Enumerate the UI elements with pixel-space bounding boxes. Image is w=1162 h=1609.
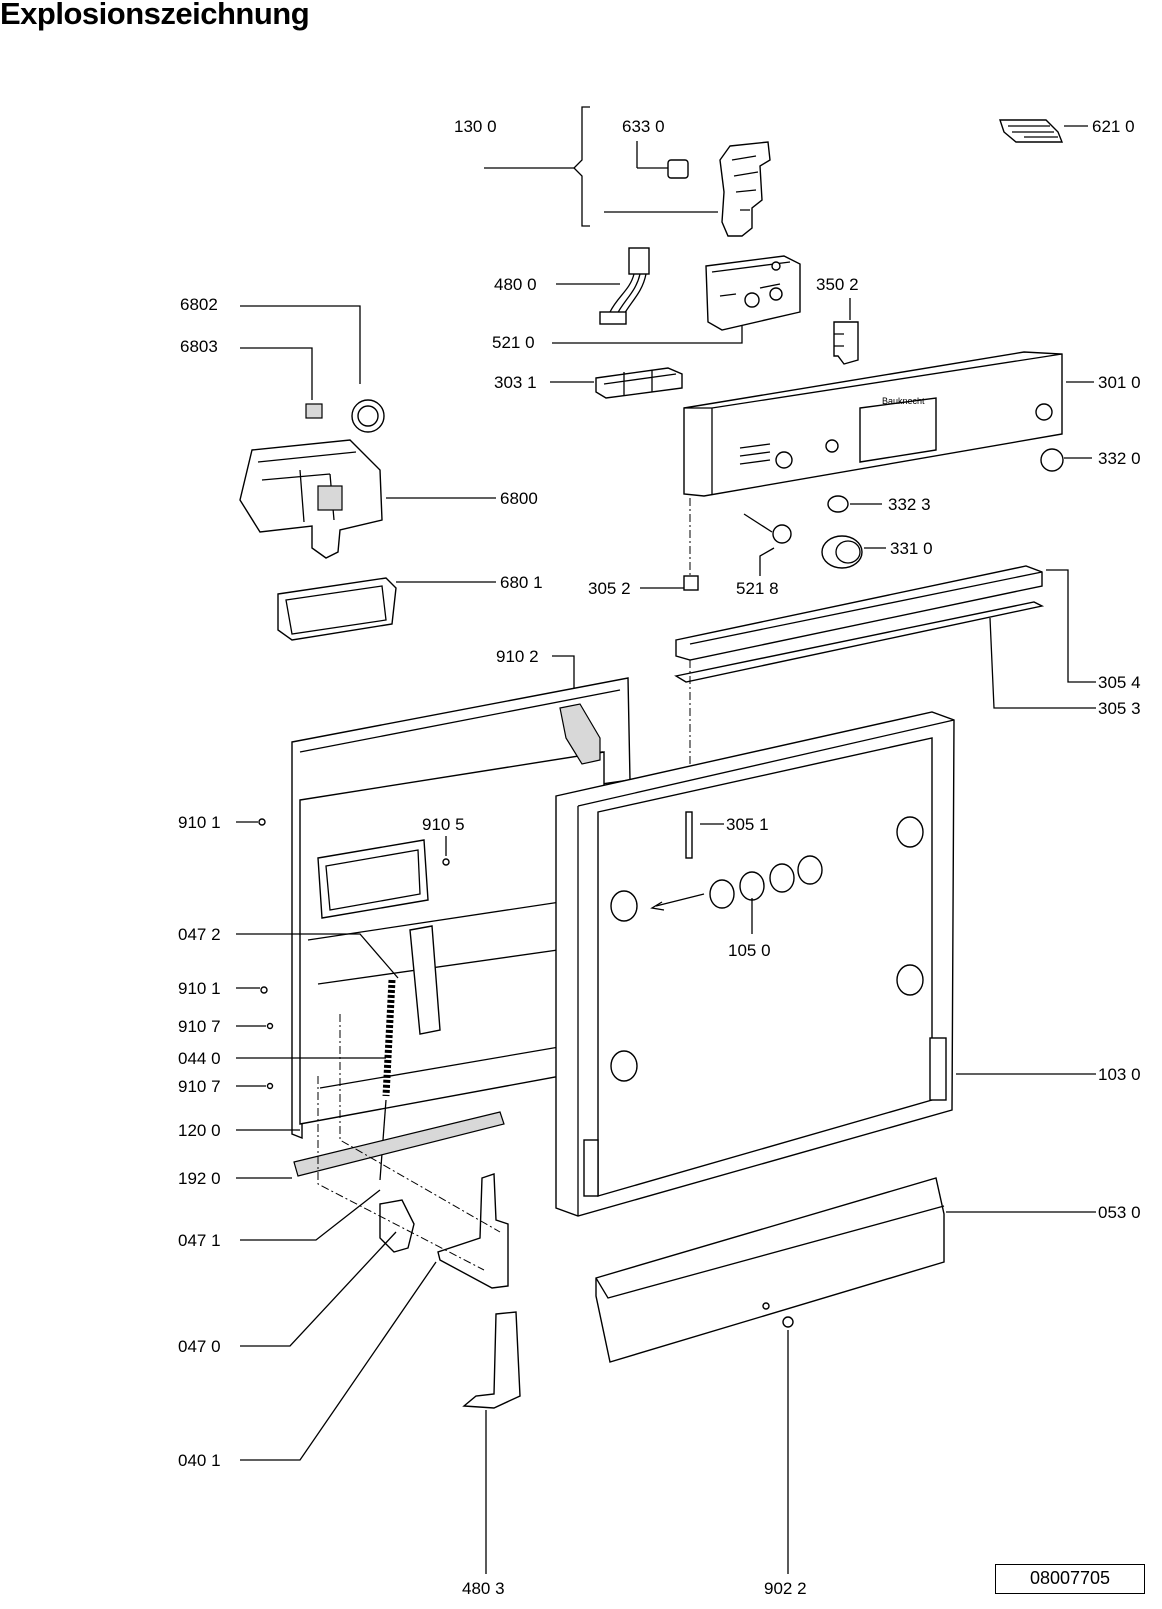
label-6800: 6800: [500, 489, 538, 508]
part-130-group: [484, 106, 771, 237]
part-480-3: [462, 1311, 521, 1574]
label-130-0: 130 0: [454, 117, 497, 136]
part-332-0: [1040, 448, 1092, 472]
part-labels: 130 0 633 0 621 0 480 0 521 0 350 2 6802…: [178, 117, 1141, 1598]
label-192-0: 192 0: [178, 1169, 221, 1188]
label-303-1: 303 1: [494, 373, 537, 392]
part-301-0: Bauknecht: [683, 351, 1094, 497]
part-305-1: [685, 811, 724, 859]
label-047-2: 047 2: [178, 925, 221, 944]
label-305-3: 305 3: [1098, 699, 1141, 718]
label-633-0: 633 0: [622, 117, 665, 136]
label-680-1: 680 1: [500, 573, 543, 592]
label-621-0: 621 0: [1092, 117, 1135, 136]
label-902-2: 902 2: [764, 1579, 807, 1598]
label-521-8: 521 8: [736, 579, 779, 598]
label-332-0: 332 0: [1098, 449, 1141, 468]
part-hinge: [240, 1014, 509, 1461]
label-305-4: 305 4: [1098, 673, 1141, 692]
label-480-3: 480 3: [462, 1579, 505, 1598]
part-inner-door: [291, 677, 631, 1140]
part-305-2: [640, 575, 699, 591]
label-910-1-b: 910 1: [178, 979, 221, 998]
part-305-4: [675, 565, 1096, 683]
label-910-7-b: 910 7: [178, 1077, 221, 1096]
label-480-0: 480 0: [494, 275, 537, 294]
label-105-0: 105 0: [728, 941, 771, 960]
part-680-1: [277, 577, 496, 641]
part-350-2: [833, 298, 859, 365]
label-331-0: 331 0: [890, 539, 933, 558]
part-6802-6803: [240, 305, 385, 433]
label-053-0: 053 0: [1098, 1203, 1141, 1222]
part-331-0: [821, 535, 886, 569]
part-053-0: [595, 1177, 1096, 1574]
part-521-8: [743, 513, 792, 576]
svg-text:Bauknecht: Bauknecht: [882, 396, 925, 406]
label-910-1-a: 910 1: [178, 813, 221, 832]
label-521-0: 521 0: [492, 333, 535, 352]
part-521-0: [552, 255, 801, 344]
label-047-1: 047 1: [178, 1231, 221, 1250]
part-303-1: [550, 367, 683, 399]
label-044-0: 044 0: [178, 1049, 221, 1068]
part-192-0: [236, 1111, 505, 1179]
label-040-1: 040 1: [178, 1451, 221, 1470]
part-6800: [239, 439, 496, 559]
part-outer-door: [555, 711, 1096, 1217]
label-301-0: 301 0: [1098, 373, 1141, 392]
label-6802: 6802: [180, 295, 218, 314]
part-621-0: [999, 119, 1088, 143]
label-047-0: 047 0: [178, 1337, 221, 1356]
label-910-2: 910 2: [496, 647, 539, 666]
label-305-2: 305 2: [588, 579, 631, 598]
label-332-3: 332 3: [888, 495, 931, 514]
part-332-3: [827, 495, 882, 513]
label-6803: 6803: [180, 337, 218, 356]
label-103-0: 103 0: [1098, 1065, 1141, 1084]
label-120-0: 120 0: [178, 1121, 221, 1140]
label-350-2: 350 2: [816, 275, 859, 294]
label-910-5: 910 5: [422, 815, 465, 834]
page-title: Explosionszeichnung: [0, 0, 310, 31]
document-number-box: 08007705: [995, 1564, 1145, 1594]
part-480-0: [556, 247, 650, 325]
part-305-3: [674, 601, 1096, 709]
label-305-1: 305 1: [726, 815, 769, 834]
part-screws: [236, 818, 450, 1090]
label-910-7-a: 910 7: [178, 1017, 221, 1036]
